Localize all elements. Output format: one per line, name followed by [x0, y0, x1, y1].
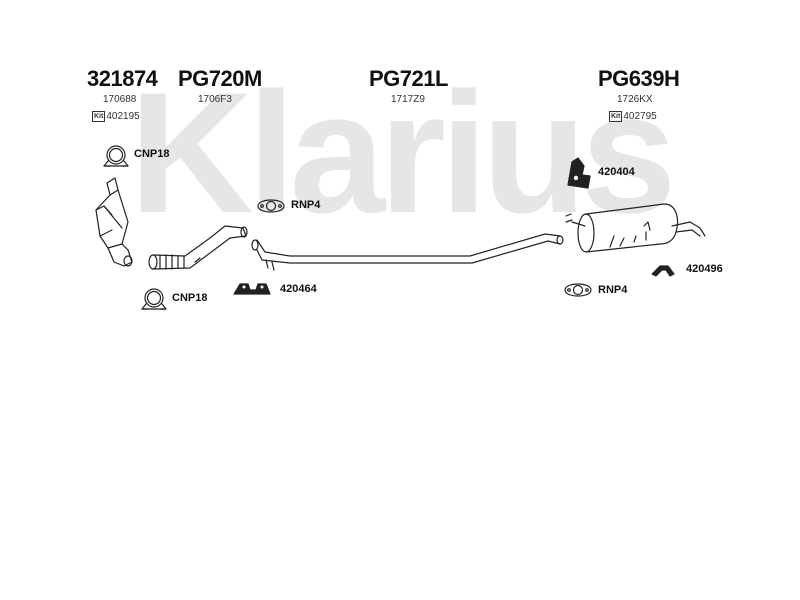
rear-silencer-icon [565, 203, 706, 253]
oem-code-centre-pipe: 1717Z9 [391, 94, 425, 105]
kit-code-value: 402195 [106, 111, 140, 122]
fitting-label-clamp-lower: CNP18 [172, 292, 208, 304]
part-number-front-pipe: PG720M [178, 66, 262, 91]
oem-code-catalytic-converter: 170688 [103, 94, 137, 105]
part-number-catalytic-converter: 321874 [87, 66, 158, 91]
centre-pipe-icon [251, 233, 564, 271]
flange-gasket-icon [257, 199, 285, 213]
kit-badge-icon: Kit [92, 111, 106, 122]
mounting-bracket-icon [233, 283, 271, 295]
clamp-ring-icon [103, 145, 129, 167]
part-number-rear-silencer: PG639H [598, 66, 680, 91]
fitting-label-rubber-mount: 420496 [686, 263, 723, 275]
fitting-label-hanger: 420404 [598, 166, 635, 178]
fitting-label-clamp-upper: CNP18 [134, 148, 170, 160]
oem-code-rear-silencer: 1726KX [617, 94, 653, 105]
part-number-centre-pipe: PG721L [369, 66, 448, 91]
rubber-mount-icon [651, 265, 675, 277]
kit-code-value: 402795 [623, 111, 657, 122]
rubber-hanger-icon [567, 157, 591, 189]
oem-code-front-pipe: 1706F3 [198, 94, 232, 105]
flange-gasket-icon [564, 283, 592, 297]
kit-code-rear-silencer: Kit 402795 [609, 111, 657, 122]
fitting-label-bracket: 420464 [280, 283, 317, 295]
fitting-label-gasket-upper: RNP4 [291, 199, 321, 211]
watermark-text: Klarius [129, 57, 670, 249]
kit-badge-icon: Kit [609, 111, 623, 122]
fitting-label-gasket-lower: RNP4 [598, 284, 628, 296]
kit-code-catalytic-converter: Kit 402195 [92, 111, 140, 122]
catalytic-converter-icon [95, 177, 133, 267]
clamp-ring-icon [141, 288, 167, 310]
front-pipe-icon [148, 225, 248, 270]
